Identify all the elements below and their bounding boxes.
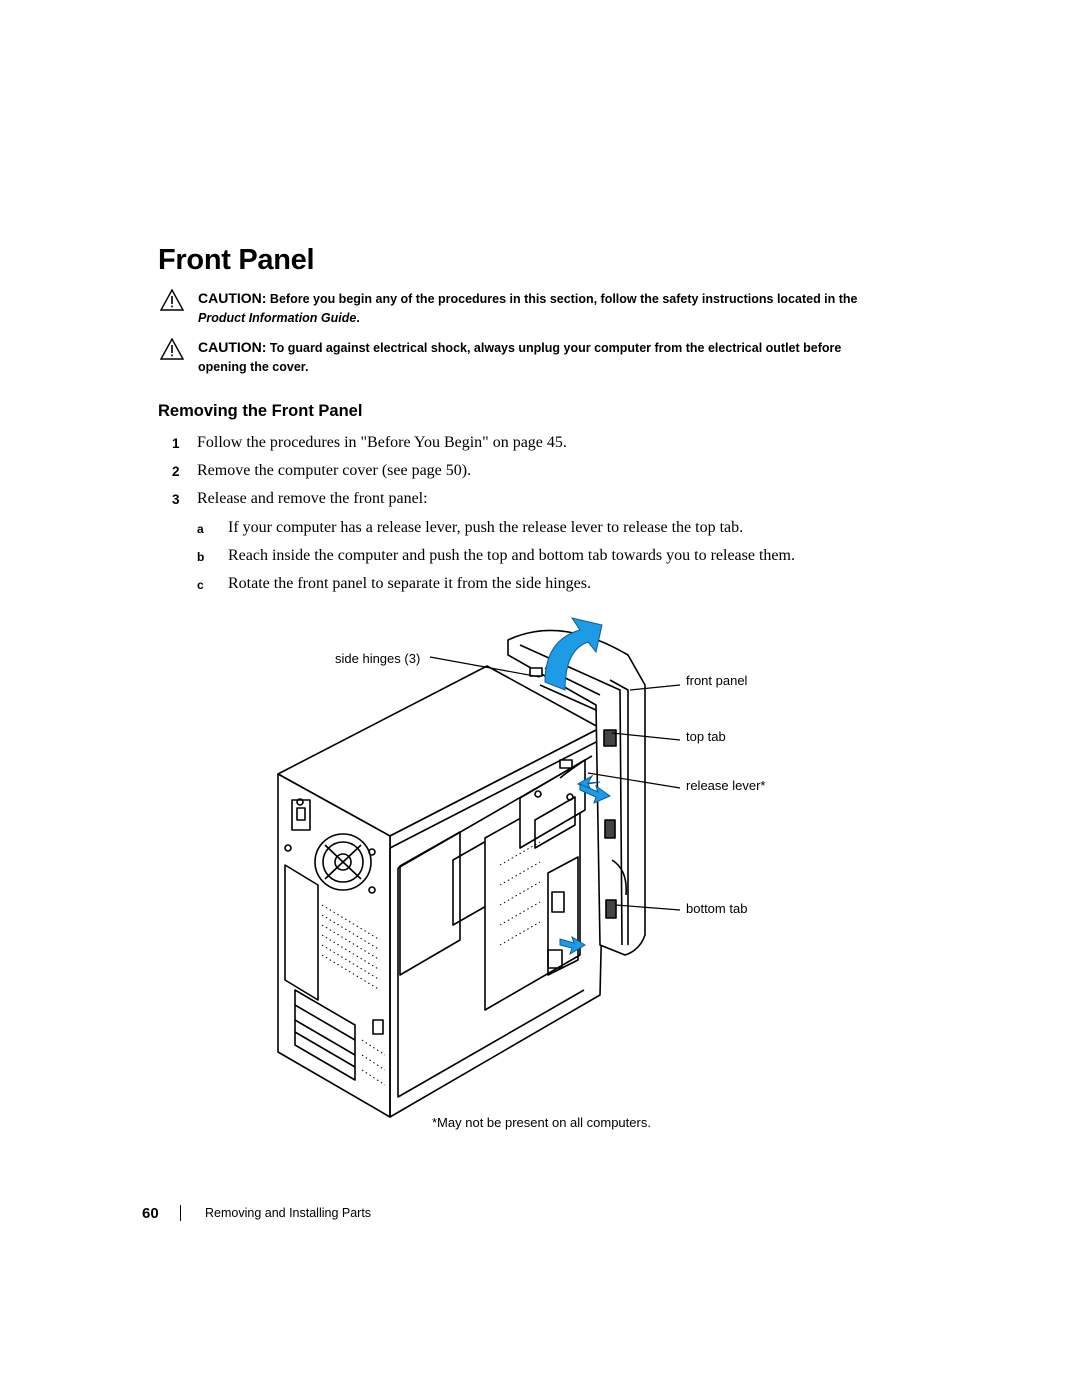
footer-divider	[180, 1205, 181, 1221]
caution-text: Before you begin any of the procedures i…	[269, 292, 858, 306]
caution-label: CAUTION:	[198, 339, 267, 355]
page-title: Front Panel	[158, 244, 315, 276]
caution-notice-2: CAUTION: To guard against electrical sho…	[160, 338, 920, 378]
page-number: 60	[142, 1205, 159, 1222]
caution-label: CAUTION:	[198, 290, 267, 306]
caution-triangle-icon	[160, 289, 184, 311]
caution-guide-reference: Product Information Guide	[198, 311, 357, 325]
caution-triangle-icon	[160, 338, 184, 360]
callout-front-panel: front panel	[686, 673, 748, 688]
caution-notice-1: CAUTION: Before you begin any of the pro…	[160, 289, 920, 329]
caution-text: To guard against electrical shock, alway…	[269, 341, 842, 355]
callout-top-tab: top tab	[686, 729, 726, 744]
footer-section-title: Removing and Installing Parts	[205, 1206, 372, 1220]
section-heading: Removing the Front Panel	[158, 402, 363, 420]
callout-side-hinges: side hinges (3)	[335, 651, 421, 666]
callout-bottom-tab: bottom tab	[686, 901, 748, 916]
caution-text-continued: opening the cover.	[198, 360, 309, 374]
callout-release-lever: release lever*	[686, 778, 766, 793]
figure-footnote: *May not be present on all computers.	[432, 1115, 651, 1130]
